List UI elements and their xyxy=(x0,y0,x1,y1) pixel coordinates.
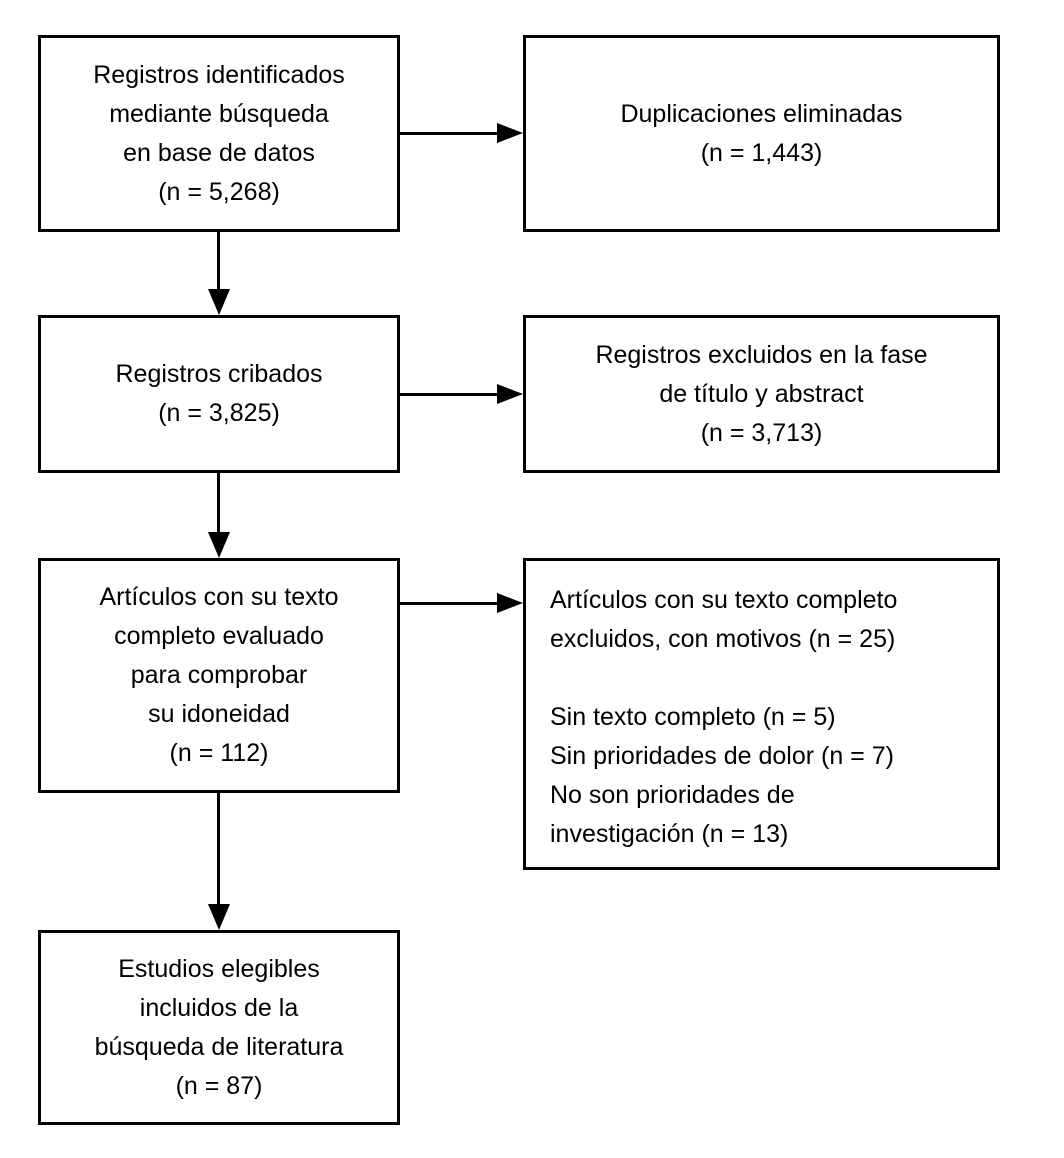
arrow-down-fulltext-to-included xyxy=(217,793,220,904)
box-text-line: completo evaluado xyxy=(114,622,324,650)
box-duplicates-removed: Duplicaciones eliminadas (n = 1,443) xyxy=(523,35,1000,232)
box-reason-line: investigación (n = 13) xyxy=(550,820,789,848)
arrow-right-screened-to-excluded xyxy=(400,393,498,396)
box-text-line: mediante búsqueda xyxy=(109,99,329,128)
box-text-line: para comprobar xyxy=(130,661,308,689)
box-text-line: Artículos con su texto completo xyxy=(550,586,898,614)
box-records-screened: Registros cribados (n = 3,825) xyxy=(38,315,400,473)
box-text-line: en base de datos xyxy=(123,138,315,167)
box-reason-line: Sin prioridades de dolor (n = 7) xyxy=(550,742,894,770)
box-reason-line: No son prioridades de xyxy=(550,781,795,809)
arrow-right-head-icon xyxy=(497,593,523,613)
box-fulltext-excluded: Artículos con su texto completo excluido… xyxy=(523,558,1000,870)
arrow-down-screened-to-fulltext xyxy=(217,473,220,532)
box-text-line: de título y abstract xyxy=(659,379,864,408)
arrow-down-head-icon xyxy=(208,532,230,558)
box-count-line: (n = 1,443) xyxy=(700,138,823,167)
box-count-line: (n = 5,268) xyxy=(158,177,280,206)
arrow-right-head-icon xyxy=(497,384,523,404)
box-text-line: Duplicaciones eliminadas xyxy=(620,99,903,128)
box-count-line: (n = 3,713) xyxy=(700,418,823,447)
box-text-line: excluidos, con motivos (n = 25) xyxy=(550,625,896,653)
box-count-line: (n = 3,825) xyxy=(158,399,280,427)
box-count-line: (n = 87) xyxy=(175,1071,263,1100)
box-text-line: incluidos de la xyxy=(139,993,299,1022)
box-text-line: su idoneidad xyxy=(148,700,290,728)
arrow-down-head-icon xyxy=(208,904,230,930)
arrow-down-identified-to-screened xyxy=(217,232,220,289)
arrow-down-head-icon xyxy=(208,289,230,315)
box-records-excluded-title-abstract: Registros excluidos en la fase de título… xyxy=(523,315,1000,473)
box-text-line: Registros excluidos en la fase xyxy=(595,340,928,369)
box-text-line: Artículos con su texto xyxy=(99,583,339,611)
box-fulltext-assessed: Artículos con su texto completo evaluado… xyxy=(38,558,400,793)
box-text-line: Registros cribados xyxy=(115,360,323,388)
box-records-identified: Registros identificados mediante búsqued… xyxy=(38,35,400,232)
box-text-line: búsqueda de literatura xyxy=(94,1032,344,1061)
box-studies-included: Estudios elegibles incluidos de la búsqu… xyxy=(38,930,400,1125)
box-reason-line: Sin texto completo (n = 5) xyxy=(550,703,836,731)
arrow-right-fulltext-to-excluded xyxy=(400,602,498,605)
box-text-line: Registros identificados xyxy=(93,60,345,89)
box-count-line: (n = 112) xyxy=(169,739,269,767)
arrow-right-identified-to-duplicates xyxy=(400,132,498,135)
box-text-line: Estudios elegibles xyxy=(118,954,320,983)
arrow-right-head-icon xyxy=(497,123,523,143)
